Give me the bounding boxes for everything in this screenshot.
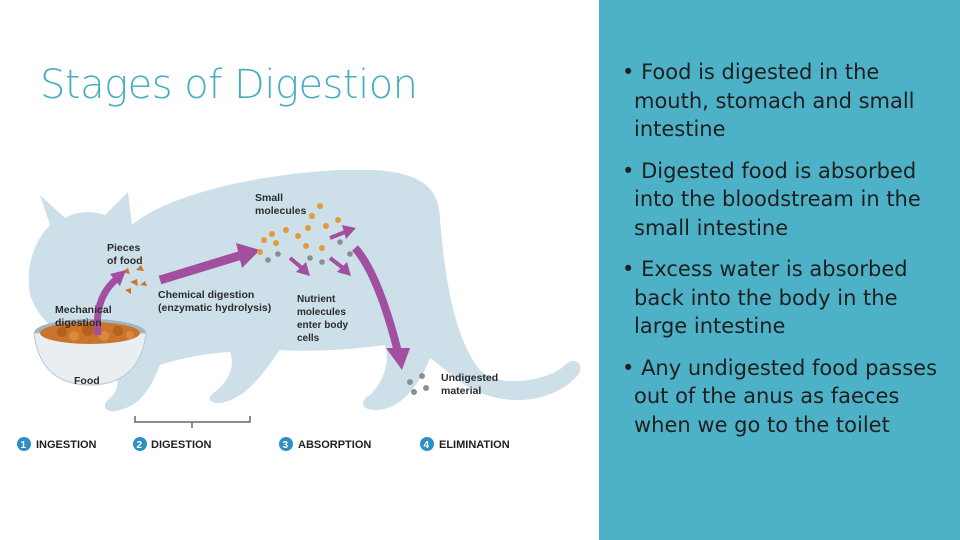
svg-text:3: 3 bbox=[283, 440, 289, 451]
digestion-bracket bbox=[134, 416, 251, 428]
process-arrows bbox=[93, 225, 410, 370]
digestion-diagram: Small molecules Pieces of food Mechanica… bbox=[10, 170, 590, 460]
food-bowl bbox=[33, 319, 147, 386]
arrow-elimination-head bbox=[386, 348, 410, 370]
bullet-item: Food is digested in the mouth, stomach a… bbox=[622, 58, 952, 144]
slide-title: Stages of Digestion bbox=[40, 62, 418, 108]
bullet-item: Any undigested food passes out of the an… bbox=[622, 354, 952, 440]
nutrient-molecules bbox=[265, 239, 353, 265]
svg-text:DIGESTION: DIGESTION bbox=[151, 439, 212, 451]
bullet-list: Food is digested in the mouth, stomach a… bbox=[622, 58, 952, 452]
svg-text:1: 1 bbox=[21, 440, 27, 451]
label-small-molecules: Small molecules bbox=[255, 192, 307, 217]
arrow-chemical bbox=[158, 250, 244, 285]
label-pieces-of-food: Pieces of food bbox=[107, 242, 143, 267]
arrow-elimination bbox=[351, 245, 402, 353]
arrow-absorb-3 bbox=[328, 256, 345, 270]
svg-text:ELIMINATION: ELIMINATION bbox=[439, 439, 510, 451]
arrow-mechanical bbox=[93, 275, 121, 336]
stage-ingestion: 1 INGESTION bbox=[17, 437, 97, 451]
arrow-absorb-2 bbox=[288, 256, 304, 270]
stage-digestion: 2 DIGESTION bbox=[133, 437, 212, 451]
small-molecules bbox=[257, 203, 341, 255]
label-chemical-digestion: Chemical digestion (enzymatic hydrolysis… bbox=[158, 289, 271, 314]
arrow-chemical-head bbox=[236, 243, 260, 268]
arrow-mechanical-head bbox=[110, 270, 126, 286]
label-nutrient-molecules: Nutrient molecules enter body cells bbox=[297, 294, 351, 344]
arrow-absorb-1 bbox=[329, 230, 346, 240]
cat-silhouette bbox=[28, 170, 581, 412]
bullet-item: Digested food is absorbed into the blood… bbox=[622, 157, 952, 243]
svg-text:INGESTION: INGESTION bbox=[36, 439, 97, 451]
label-mechanical-digestion: Mechanical digestion bbox=[55, 304, 115, 329]
svg-text:2: 2 bbox=[137, 440, 143, 451]
stage-absorption: 3 ABSORPTION bbox=[279, 437, 371, 451]
stage-elimination: 4 ELIMINATION bbox=[420, 437, 510, 451]
svg-text:4: 4 bbox=[424, 440, 430, 451]
label-food: Food bbox=[74, 375, 100, 387]
label-undigested-material: Undigested material bbox=[441, 372, 501, 397]
undigested-dots bbox=[407, 373, 429, 395]
svg-text:ABSORPTION: ABSORPTION bbox=[298, 439, 371, 451]
bullet-item: Excess water is absorbed back into the b… bbox=[622, 255, 952, 341]
